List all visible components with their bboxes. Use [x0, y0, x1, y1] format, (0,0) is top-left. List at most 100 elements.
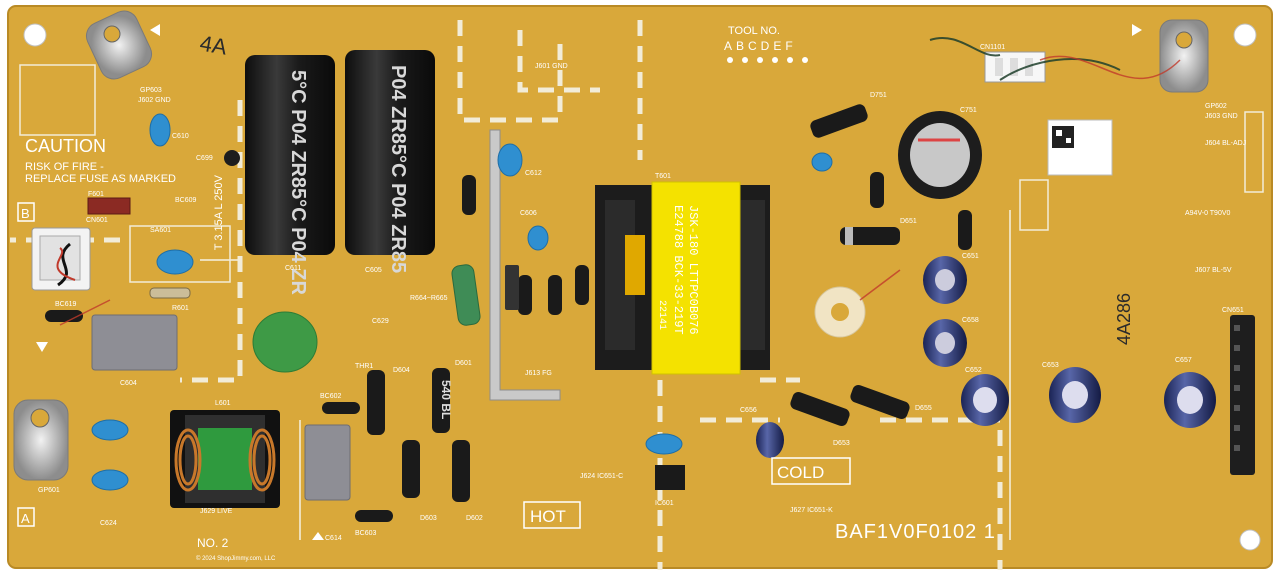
bulk-capacitor-1: 5°C P04 ZR85°C P04 ZR [245, 55, 335, 296]
silk-outline-gp603 [19, 64, 96, 136]
connector-cn1101 [984, 51, 1046, 83]
bulk-capacitor-2: P04 ZR85°C P04 ZR85 [345, 50, 435, 273]
label-thr1: THR1 [355, 363, 373, 370]
label-j607: J607 BL-5V [1195, 267, 1232, 274]
mounting-hole-top-right [1233, 23, 1257, 47]
caution-line2: REPLACE FUSE AS MARKED [25, 173, 176, 185]
label-d651: D651 [900, 218, 917, 225]
label-ul-mark: A94V-0 T90V0 [1185, 210, 1231, 217]
varistor-green [252, 311, 318, 373]
label-j604: J604 BL-ADJ [1205, 140, 1246, 147]
label-c624: C624 [100, 520, 117, 527]
label-c651: C651 [962, 253, 979, 260]
handwritten-marks [929, 37, 1121, 81]
capacitor-marking-1: 5°C P04 ZR85°C P04 ZR [287, 70, 309, 296]
y-capacitors [91, 113, 833, 491]
label-d603: D603 [420, 515, 437, 522]
terminal-lug-top-right [1159, 19, 1209, 93]
label-c699: C699 [196, 155, 213, 162]
label-gp602: GP602 [1205, 103, 1227, 110]
heatsink-bracket [489, 129, 561, 401]
label-j602: J602 GND [138, 97, 171, 104]
label-bc602: BC602 [320, 393, 342, 400]
transformer-line2: E24788 BCK-33-219T [671, 205, 685, 335]
label-bc609: BC609 [175, 197, 197, 204]
small-cap-c699 [224, 150, 240, 166]
handwritten-4a286: 4A286 [1114, 293, 1134, 345]
label-c629: C629 [372, 318, 389, 325]
label-ic601: IC601 [655, 500, 674, 507]
resistor-green [451, 264, 481, 326]
label-bc619: BC619 [55, 301, 77, 308]
ic-ic601 [655, 465, 685, 490]
label-cn651: CN651 [1222, 307, 1244, 314]
label-j613: J613 FG [525, 370, 552, 377]
label-c604: C604 [120, 380, 137, 387]
transformer-t601: JSK-180 LTTPC0B076 E24788 BCK-33-219T 22… [595, 181, 770, 375]
terminal-lug-top-left [85, 10, 153, 80]
handwritten-4a: 4A [198, 30, 229, 59]
label-d653: D653 [833, 440, 850, 447]
label-r601: R601 [172, 305, 189, 312]
label-d751: D751 [870, 92, 887, 99]
diode-marking: 540 BL [439, 380, 453, 419]
caution-line1: RISK OF FIRE - [25, 161, 104, 173]
label-l601: L601 [215, 400, 231, 407]
label-j601: J601 GND [535, 63, 568, 70]
label-cn601: CN601 [86, 217, 108, 224]
label-f601: F601 [88, 191, 104, 198]
label-r664: R664~R665 [410, 295, 448, 302]
label-c653: C653 [1042, 362, 1059, 369]
label-gp601: GP601 [38, 487, 60, 494]
transformer-line1: JSK-180 LTTPC0B076 [686, 205, 700, 335]
label-bc603: BC603 [355, 530, 377, 537]
x-capacitor-c614 [304, 424, 351, 501]
fuse-rating: T 3.15A L 250V [213, 174, 225, 250]
diodes [367, 104, 910, 502]
label-c612: C612 [525, 170, 542, 177]
label-c652: C652 [965, 367, 982, 374]
label-c614: C614 [325, 535, 342, 542]
label-t601: T601 [655, 173, 671, 180]
label-c658: C658 [962, 317, 979, 324]
silk-outline-fuse [129, 225, 231, 283]
hot-label: HOT [530, 507, 566, 526]
small-components [45, 172, 972, 522]
label-d604: D604 [393, 367, 410, 374]
terminal-lug-bottom-left [13, 399, 69, 481]
electrolytic-caps [756, 256, 1216, 458]
section-b-label: B [21, 206, 30, 221]
label-j627: J627 IC651-K [790, 507, 833, 514]
label-c605: C605 [365, 267, 382, 274]
resistor-r601 [149, 287, 191, 299]
cold-label: COLD [777, 463, 824, 482]
transformer-line3: 22141 [656, 300, 667, 330]
section-a-label: A [21, 511, 30, 526]
connector-cn601 [31, 227, 91, 291]
arrow-marks [36, 24, 1142, 540]
label-j624: J624 IC651-C [580, 473, 623, 480]
label-sa601: SA601 [150, 227, 171, 234]
part-number: BAF1V0F0102 1 [835, 521, 996, 543]
label-c611: C611 [285, 265, 301, 272]
x-capacitor-c604 [91, 314, 178, 371]
revision-label: NO. 2 [197, 536, 229, 550]
inductor-l601 [170, 410, 280, 508]
connector-cn651 [1230, 315, 1255, 475]
tool-letters: ABCDEF [724, 39, 797, 53]
mounting-hole-bottom-right [1239, 529, 1261, 551]
tool-no-label: TOOL NO. [728, 25, 780, 37]
label-d602: D602 [466, 515, 483, 522]
label-d655: D655 [915, 405, 932, 412]
label-c657: C657 [1175, 357, 1192, 364]
capacitor-marking-2: P04 ZR85°C P04 ZR85 [387, 65, 409, 273]
label-gp603: GP603 [140, 87, 162, 94]
label-j629: J629 LIVE [200, 508, 233, 515]
label-d601: D601 [455, 360, 472, 367]
electrolytic-cap-c751 [898, 111, 982, 199]
mounting-hole-top-left [23, 23, 47, 47]
copyright: © 2024 ShopJimmy.com, LLC [196, 555, 276, 562]
caution-title: CAUTION [25, 136, 106, 156]
fuse-f601 [87, 197, 131, 215]
label-c606: C606 [520, 210, 537, 217]
